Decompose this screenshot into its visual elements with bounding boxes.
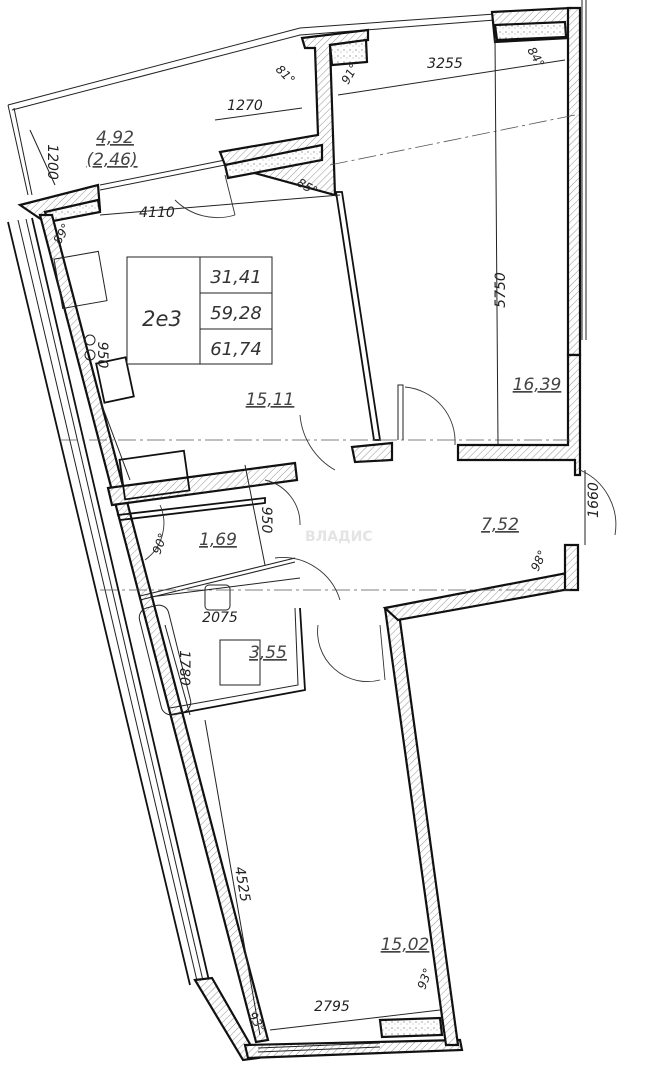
dim-balcony-offset: 1270: [227, 98, 263, 114]
angle-label: 98°: [528, 548, 550, 573]
hall-area: 7,52: [481, 515, 519, 535]
angle-label: 90°: [150, 531, 170, 556]
bedroom-bottom-area: 15,02: [381, 935, 430, 955]
balcony: [7, 13, 496, 196]
apartment-info-table: 2е3 31,41 59,28 61,74: [126, 256, 273, 365]
dimension-lines: [29, 37, 586, 1036]
angle-label: 81°: [273, 62, 298, 87]
angle-label: 93°: [415, 966, 435, 991]
dim-bedroom2-width: 2795: [314, 999, 350, 1015]
apartment-code: 2е3: [142, 307, 182, 331]
walls: [7, 0, 587, 1062]
room-areas: 4,92 (2,46) 15,11 16,39 7,52 1,69 3,55 1…: [86, 128, 561, 955]
balcony-area: 4,92: [96, 128, 134, 148]
total-area-with-balcony: 61,74: [210, 339, 262, 360]
dim-bath-width: 1780: [176, 650, 192, 686]
bedroom-top-area: 16,39: [513, 375, 562, 395]
dim-bedroom-width: 3255: [427, 56, 463, 72]
dim-entry-width: 1660: [586, 482, 602, 518]
bathroom-area: 3,55: [249, 643, 287, 663]
dimension-labels: 1200 1270 4110 3255 5750 950 950 1660 20…: [44, 56, 602, 1015]
dim-bedroom-length: 5750: [493, 272, 509, 308]
dim-balcony-depth: 1200: [44, 144, 60, 180]
kitchen-area: 15,11: [246, 390, 295, 410]
living-area: 31,41: [210, 267, 262, 288]
watermark-logo: ВЛАДИС: [305, 529, 373, 545]
total-area: 59,28: [210, 303, 262, 324]
doors: [144, 174, 617, 683]
dim-kitchen-counter: 950: [94, 342, 110, 369]
dim-wc-width: 950: [258, 507, 274, 534]
dim-bath-length: 2075: [202, 610, 238, 626]
wc-area: 1,69: [199, 530, 237, 550]
balcony-area-reduced: (2,46): [86, 150, 137, 170]
dim-kitchen-width: 4110: [139, 205, 175, 221]
axis-lines: [60, 114, 576, 591]
dim-bedroom2-length: 4525: [231, 865, 253, 903]
